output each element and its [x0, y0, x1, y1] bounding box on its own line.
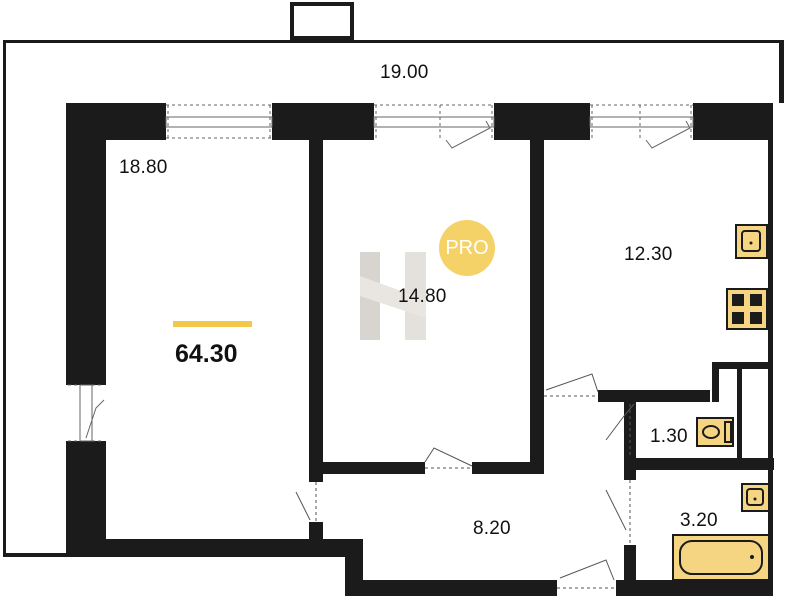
- doors: [295, 373, 635, 589]
- windows: [68, 104, 694, 442]
- total-area-label: 64.30: [175, 340, 238, 368]
- bathtub-icon: [672, 534, 770, 581]
- watermark-logo: [360, 252, 426, 340]
- hall-area-label: 8.20: [473, 518, 511, 539]
- kitchen-sink-icon: [735, 224, 768, 259]
- room-middle-area-label: 14.80: [398, 286, 447, 307]
- exterior-walls: [66, 103, 773, 596]
- balcony-area-label: 19.00: [380, 62, 429, 83]
- room-left-area-label: 18.80: [119, 157, 168, 178]
- stove-icon: [726, 288, 768, 330]
- bathroom-area-label: 3.20: [680, 510, 718, 531]
- total-area-underline: [173, 321, 252, 327]
- bathroom-sink-icon: [741, 483, 770, 512]
- interior-walls: [309, 140, 774, 596]
- kitchen-area-label: 12.30: [624, 244, 673, 265]
- toilet-icon: [696, 417, 734, 447]
- pro-badge: PRO: [439, 220, 495, 276]
- toilet-area-label: 1.30: [650, 426, 688, 447]
- roof-vent: [290, 2, 354, 40]
